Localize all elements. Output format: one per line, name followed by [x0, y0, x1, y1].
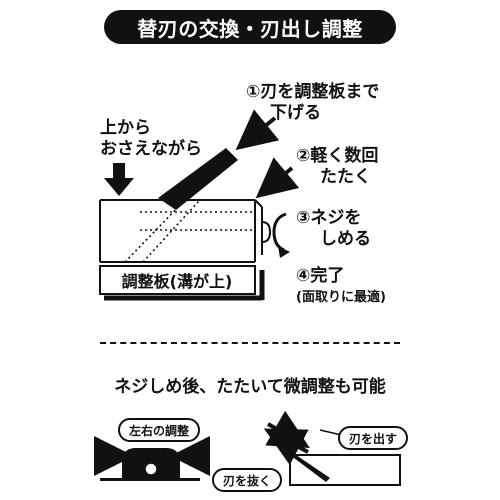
step2-label: ②軽く数回 たたく [296, 146, 378, 188]
left-right-adjust-figure [94, 436, 210, 481]
adjustment-board [99, 265, 256, 295]
rotate-arrow-icon [272, 212, 290, 258]
step3-line2: しめる [320, 229, 371, 249]
step4-line2: (面取りに最適) [296, 290, 386, 305]
left-right-badge: 左右の調整 [118, 418, 200, 442]
lower-blade-arrow [235, 109, 280, 151]
step1-line1: ①刃を調整板まで [246, 82, 380, 102]
step3-line1: ③ネジを [296, 208, 362, 228]
blade-out-label: 刃を出す [348, 431, 397, 446]
step1-line2: 下げる [270, 103, 321, 123]
blade-in-label: 刃を抜く [222, 473, 271, 488]
title-badge: 替刃の交換・刃出し調整 [104, 10, 396, 44]
press-line2: おさえながら [100, 139, 202, 159]
plane-body [99, 199, 263, 263]
step1-label: ①刃を調整板まで 下げる [246, 82, 379, 124]
blade-out-badge: 刃を出す [338, 426, 408, 450]
press-line1: 上から [100, 118, 151, 138]
step4-label: ④完了 (面取りに最適) [296, 266, 386, 308]
section-divider [100, 342, 400, 344]
tap-arrow [255, 157, 300, 199]
left-right-label: 左右の調整 [128, 423, 189, 438]
board-label: 調整板(溝が上) [121, 272, 233, 291]
step4-line1: ④完了 [296, 266, 345, 286]
press-label: 上から おさえながら [100, 118, 202, 160]
step2-line1: ②軽く数回 [296, 146, 379, 166]
blade-in-out-figure [263, 410, 401, 486]
press-down-arrow [104, 163, 134, 196]
step3-label: ③ネジを しめる [296, 208, 371, 250]
page-title: 替刃の交換・刃出し調整 [137, 16, 363, 41]
step2-line2: たたく [320, 167, 371, 187]
screw-knob [261, 221, 272, 243]
blade-shape [158, 148, 238, 210]
blade-slot-dotted [124, 199, 255, 263]
blade-in-badge: 刃を抜く [212, 468, 282, 492]
subheading: ネジしめ後、たたいて微調整も可能 [114, 377, 386, 397]
